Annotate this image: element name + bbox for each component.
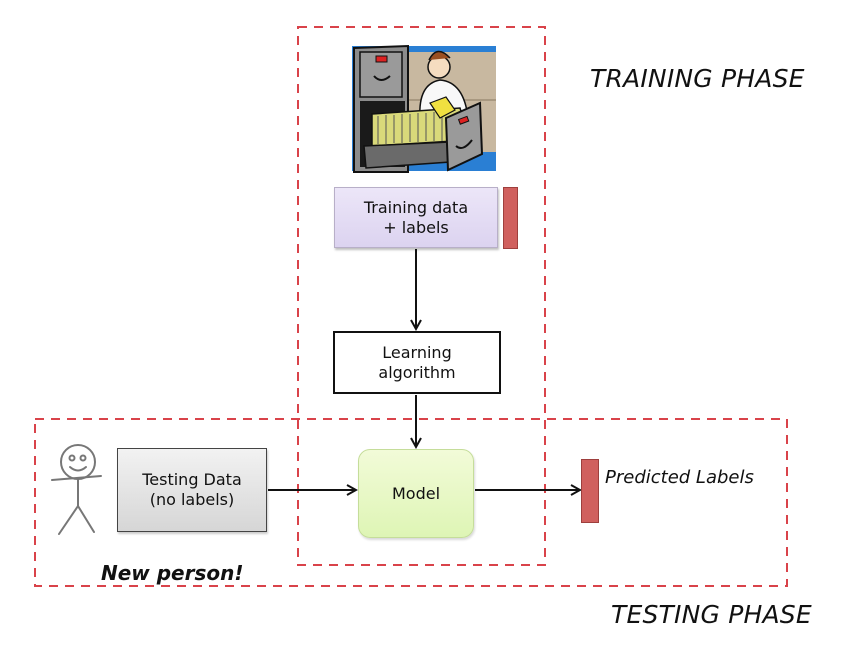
predicted-labels-bar — [581, 459, 599, 523]
training-labels-bar — [503, 187, 518, 249]
training-phase-title: TRAINING PHASE — [590, 64, 805, 93]
testing-phase-title: TESTING PHASE — [611, 600, 812, 629]
model-node: Model — [358, 449, 474, 538]
new-person-label: New person! — [101, 561, 244, 585]
testing-data-node: Testing Data (no labels) — [117, 448, 267, 532]
stick-figure-icon — [51, 444, 102, 535]
learning-algorithm-node: Learning algorithm — [333, 331, 501, 394]
filing-cabinet-icon — [352, 44, 496, 173]
predicted-labels-text: Predicted Labels — [605, 467, 754, 488]
training-phase-region — [297, 26, 546, 566]
training-data-node: Training data + labels — [334, 187, 498, 248]
testing-phase-region — [34, 418, 788, 587]
